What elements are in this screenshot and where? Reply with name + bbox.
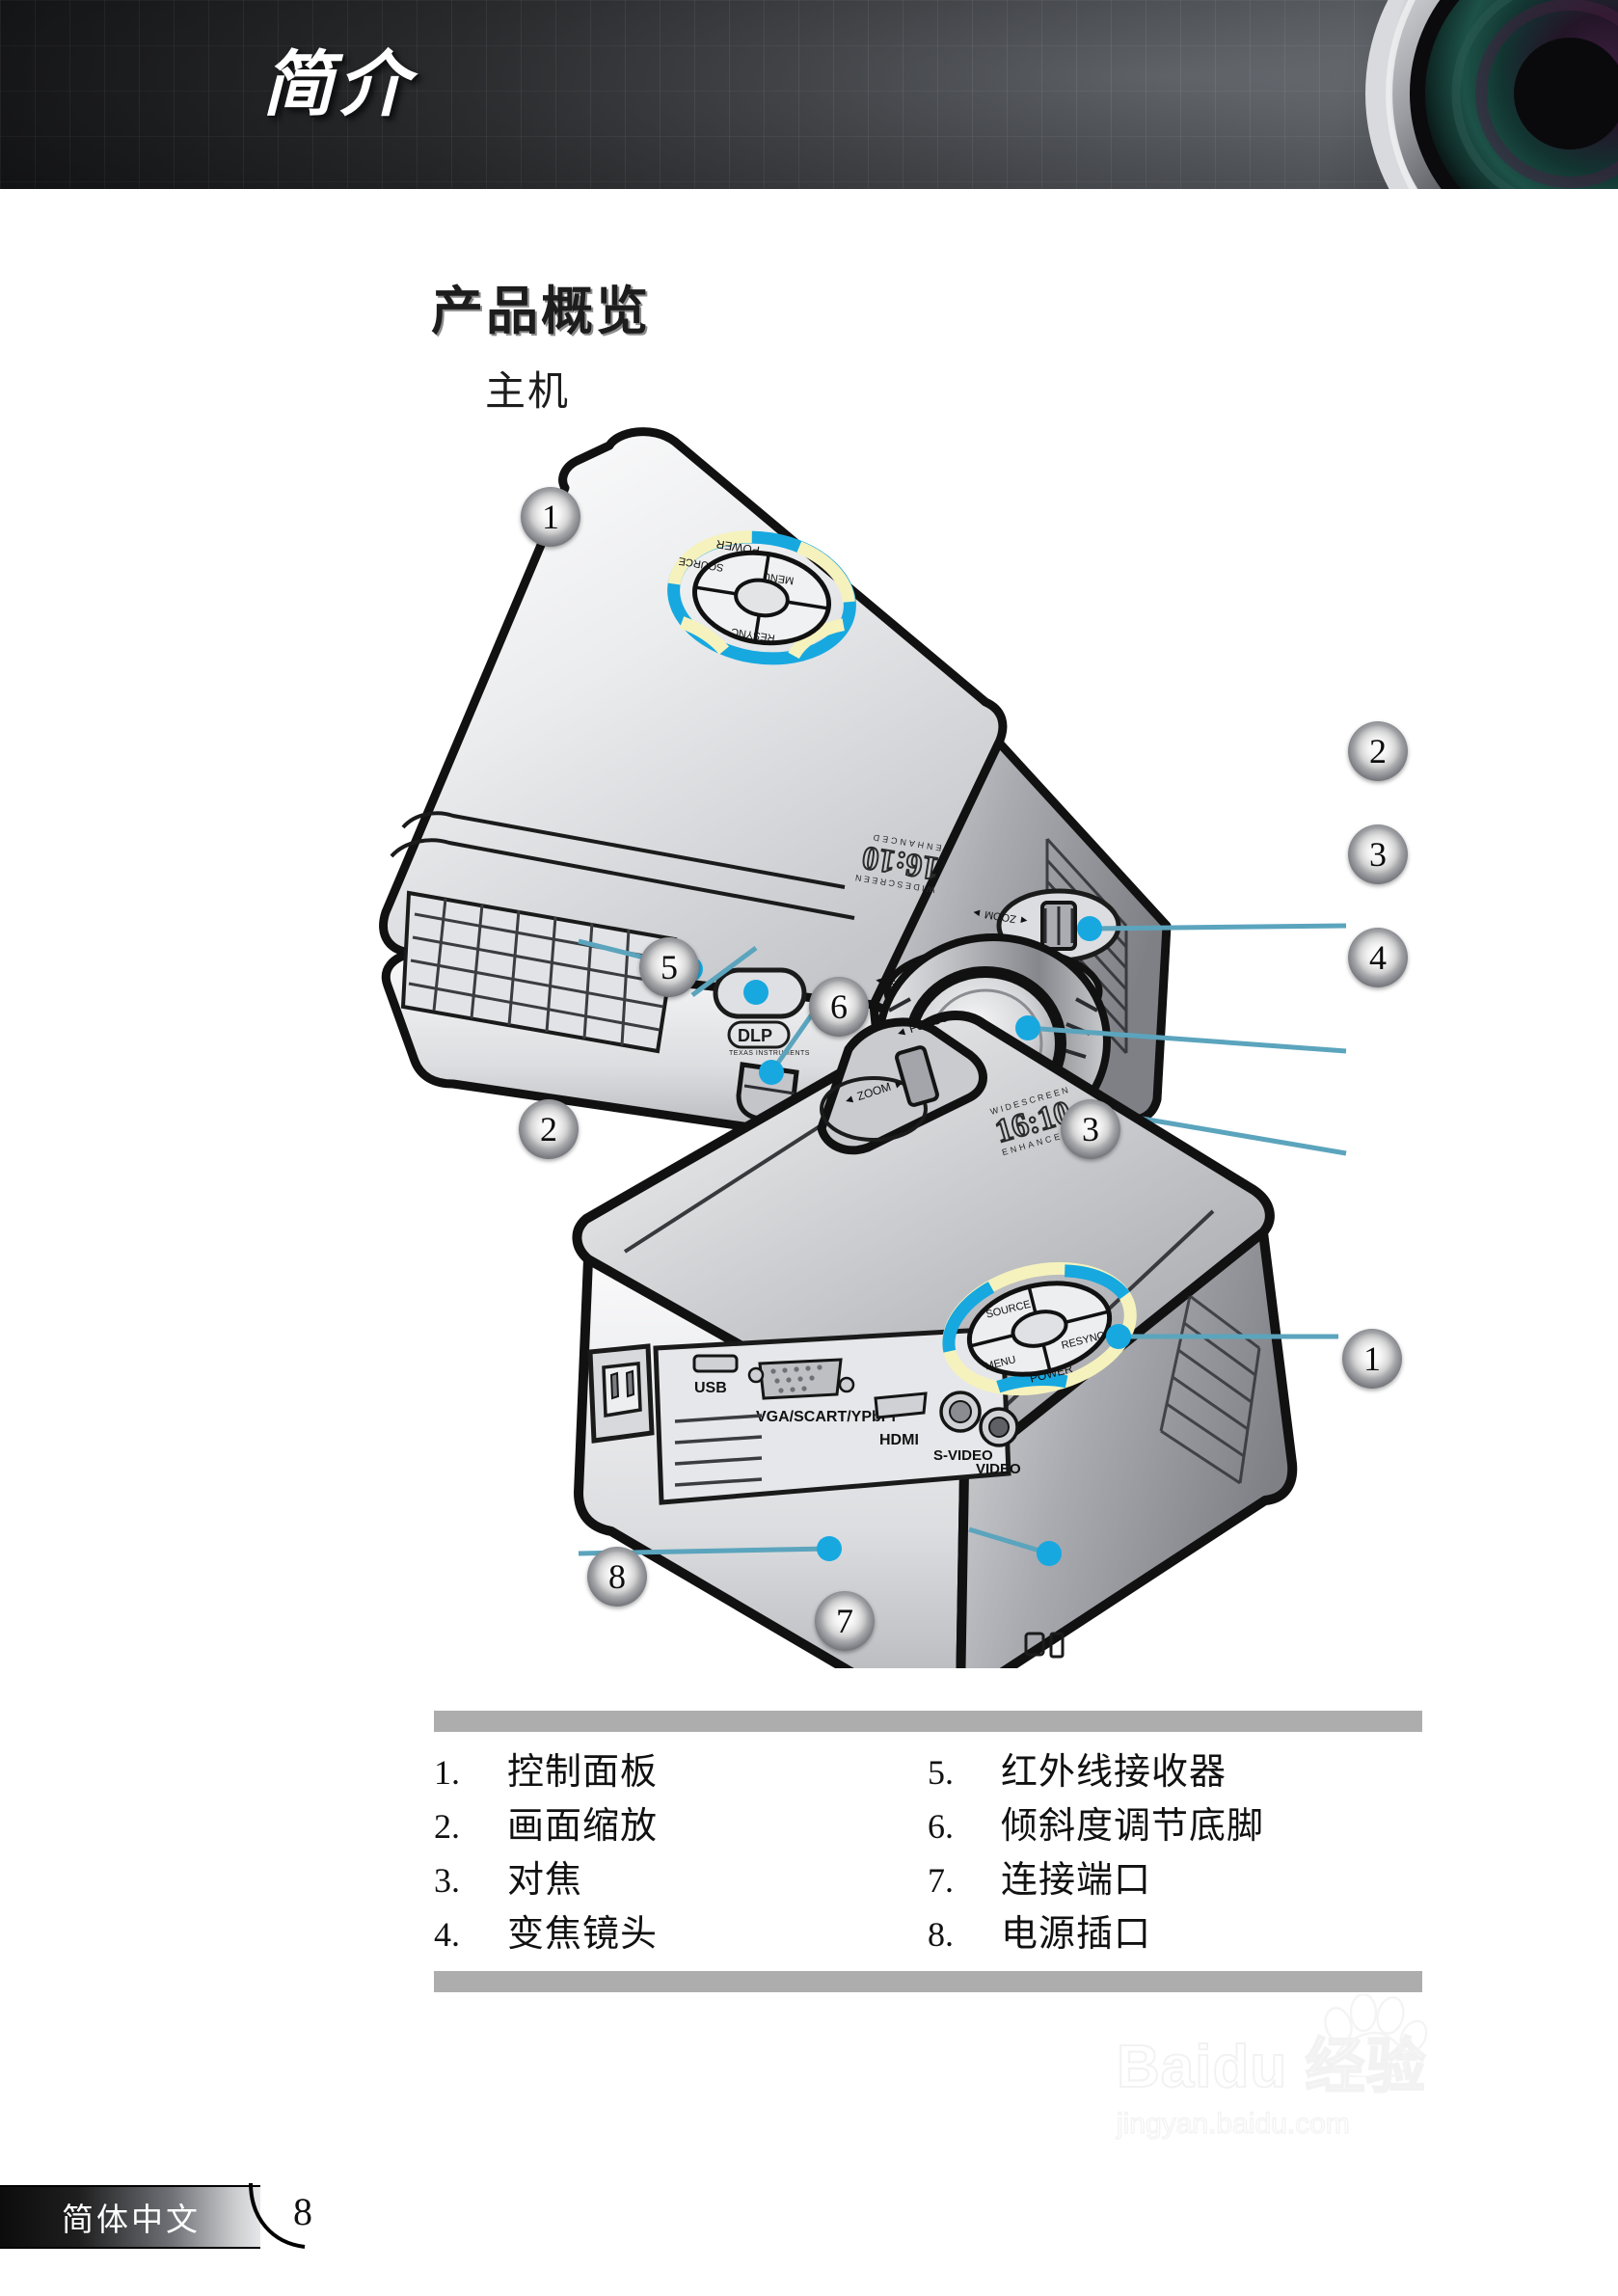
baidu-paw-icon bbox=[1324, 1994, 1428, 2077]
legend-label: 画面缩放 bbox=[507, 1806, 659, 1847]
legend-item: 3. 对焦 bbox=[434, 1850, 928, 1904]
svg-text:TEXAS INSTRUMENTS: TEXAS INSTRUMENTS bbox=[729, 1050, 810, 1057]
video-port: VIDEO bbox=[976, 1407, 1021, 1477]
legend-column-right: 5. 红外线接收器 6. 倾斜度调节底脚 7. 连接端口 8. 电源插口 bbox=[928, 1742, 1421, 1958]
header-vignette bbox=[0, 0, 1618, 189]
svg-text:VGA/SCART/YPbPr: VGA/SCART/YPbPr bbox=[756, 1409, 898, 1425]
exhaust-vent-rear bbox=[674, 1414, 763, 1487]
svg-text:DLP: DLP bbox=[738, 1026, 772, 1045]
callout-bubble-3-front: 3 bbox=[1348, 824, 1408, 884]
svg-text:VIDEO: VIDEO bbox=[976, 1461, 1021, 1477]
legend-item: 4. 变焦镜头 bbox=[434, 1904, 928, 1958]
callout-bubble-7-rear: 7 bbox=[815, 1591, 875, 1651]
legend-item: 5. 红外线接收器 bbox=[928, 1742, 1421, 1796]
legend-column-left: 1. 控制面板 2. 画面缩放 3. 对焦 4. 变焦镜头 bbox=[434, 1742, 928, 1958]
legend-number: 3. bbox=[434, 1861, 460, 1900]
page-header: 简介 bbox=[0, 0, 1618, 189]
page-title: 简介 bbox=[262, 46, 413, 125]
footer-language-label: 简体中文 bbox=[62, 2201, 201, 2237]
legend-item: 1. 控制面板 bbox=[434, 1742, 928, 1796]
control-panel-front: SOURCE MENU POWER RESYNC bbox=[667, 530, 856, 665]
callout-bubble-1-rear: 1 bbox=[1342, 1329, 1402, 1389]
leader-dots-rear bbox=[817, 1324, 1131, 1566]
connection-ports-bay: USB VGA/SCART/YPbPr bbox=[653, 1326, 1021, 1505]
legend-item: 6. 倾斜度调节底脚 bbox=[928, 1796, 1421, 1850]
callout-number: 8 bbox=[608, 1557, 626, 1596]
footer-curve-decoration bbox=[249, 2183, 306, 2249]
legend-label: 倾斜度调节底脚 bbox=[1001, 1806, 1265, 1847]
hdmi-port: HDMI bbox=[874, 1391, 928, 1448]
projector-illustration-svg: SOURCE MENU POWER RESYNC WIDESCREEN 16:1… bbox=[379, 427, 1347, 1668]
callout-bubble-5-front: 5 bbox=[639, 937, 699, 997]
callout-number: 5 bbox=[661, 948, 678, 986]
projector-diagram: SOURCE MENU POWER RESYNC WIDESCREEN 16:1… bbox=[0, 424, 1618, 1668]
legend-label: 电源插口 bbox=[1001, 1914, 1152, 1955]
control-panel-rear: SOURCE MENU POWER RESYNC bbox=[942, 1261, 1137, 1396]
callout-number: 1 bbox=[542, 498, 559, 536]
callout-number: 2 bbox=[1369, 732, 1387, 770]
callout-number: 2 bbox=[540, 1110, 557, 1148]
svg-text:USB: USB bbox=[694, 1380, 727, 1396]
dlp-badge-rear bbox=[1024, 1632, 1065, 1659]
svg-text:HDMI: HDMI bbox=[879, 1432, 919, 1448]
callout-number: 1 bbox=[1363, 1339, 1381, 1378]
legend-label: 连接端口 bbox=[1001, 1860, 1152, 1901]
legend-label: 变焦镜头 bbox=[507, 1914, 659, 1955]
legend-number: 8. bbox=[928, 1915, 954, 1954]
callout-number: 4 bbox=[1369, 938, 1387, 977]
watermark-url: jingyan.baidu.com bbox=[1116, 2107, 1350, 2140]
legend-number: 7. bbox=[928, 1861, 954, 1900]
legend-item: 2. 画面缩放 bbox=[434, 1796, 928, 1850]
section-heading-product-overview: 产品概览 bbox=[431, 283, 651, 340]
header-grid-pattern bbox=[0, 0, 1618, 189]
intake-vent bbox=[400, 890, 678, 1054]
usb-port: USB bbox=[692, 1354, 739, 1396]
legend-item: 8. 电源插口 bbox=[928, 1904, 1421, 1958]
callout-bubble-1-front: 1 bbox=[521, 487, 580, 547]
legend-top-bar bbox=[434, 1711, 1422, 1732]
camera-lens-image bbox=[1338, 0, 1618, 189]
svg-text:S-VIDEO: S-VIDEO bbox=[933, 1447, 993, 1464]
watermark-text: Baidu 经验 bbox=[1116, 2033, 1427, 2101]
callout-bubble-2-front: 2 bbox=[1348, 721, 1408, 781]
s-video-port: S-VIDEO bbox=[933, 1391, 993, 1464]
legend-number: 6. bbox=[928, 1807, 954, 1846]
page-number: 8 bbox=[293, 2190, 312, 2233]
baidu-watermark: Baidu 经验 jingyan.baidu.com bbox=[1116, 1994, 1522, 2191]
legend-number: 5. bbox=[928, 1753, 954, 1792]
callout-number: 3 bbox=[1082, 1110, 1099, 1148]
callout-number: 3 bbox=[1369, 835, 1387, 874]
legend-number: 2. bbox=[434, 1807, 460, 1846]
callout-bubble-6-front: 6 bbox=[809, 977, 869, 1037]
vga-port: VGA/SCART/YPbPr bbox=[747, 1358, 898, 1425]
legend-label: 对焦 bbox=[507, 1860, 583, 1901]
legend-number: 4. bbox=[434, 1915, 460, 1954]
page-footer: 简体中文 8 bbox=[0, 2183, 328, 2249]
legend-item: 7. 连接端口 bbox=[928, 1850, 1421, 1904]
dlp-logo-front: DLP TEXAS INSTRUMENTS bbox=[727, 1020, 810, 1057]
legend-number: 1. bbox=[434, 1753, 460, 1792]
legend-label: 控制面板 bbox=[507, 1752, 659, 1793]
footer-bar bbox=[0, 2185, 260, 2249]
callout-number: 6 bbox=[830, 987, 848, 1026]
callout-bubble-2-rear: 2 bbox=[519, 1099, 579, 1159]
legend-bottom-bar bbox=[434, 1971, 1422, 1992]
svg-text:MENU: MENU bbox=[762, 570, 795, 586]
legend-block: 1. 控制面板 2. 画面缩放 3. 对焦 4. 变焦镜头 5. 红外线接收器 bbox=[434, 1711, 1422, 1992]
subsection-heading-main-unit: 主机 bbox=[485, 368, 571, 414]
callout-bubble-8-rear: 8 bbox=[587, 1547, 647, 1607]
legend-label: 红外线接收器 bbox=[1001, 1752, 1227, 1793]
callout-number: 7 bbox=[836, 1602, 853, 1640]
callout-bubble-3-rear: 3 bbox=[1061, 1099, 1120, 1159]
power-socket bbox=[587, 1343, 655, 1444]
callout-bubble-4-front: 4 bbox=[1348, 928, 1408, 987]
